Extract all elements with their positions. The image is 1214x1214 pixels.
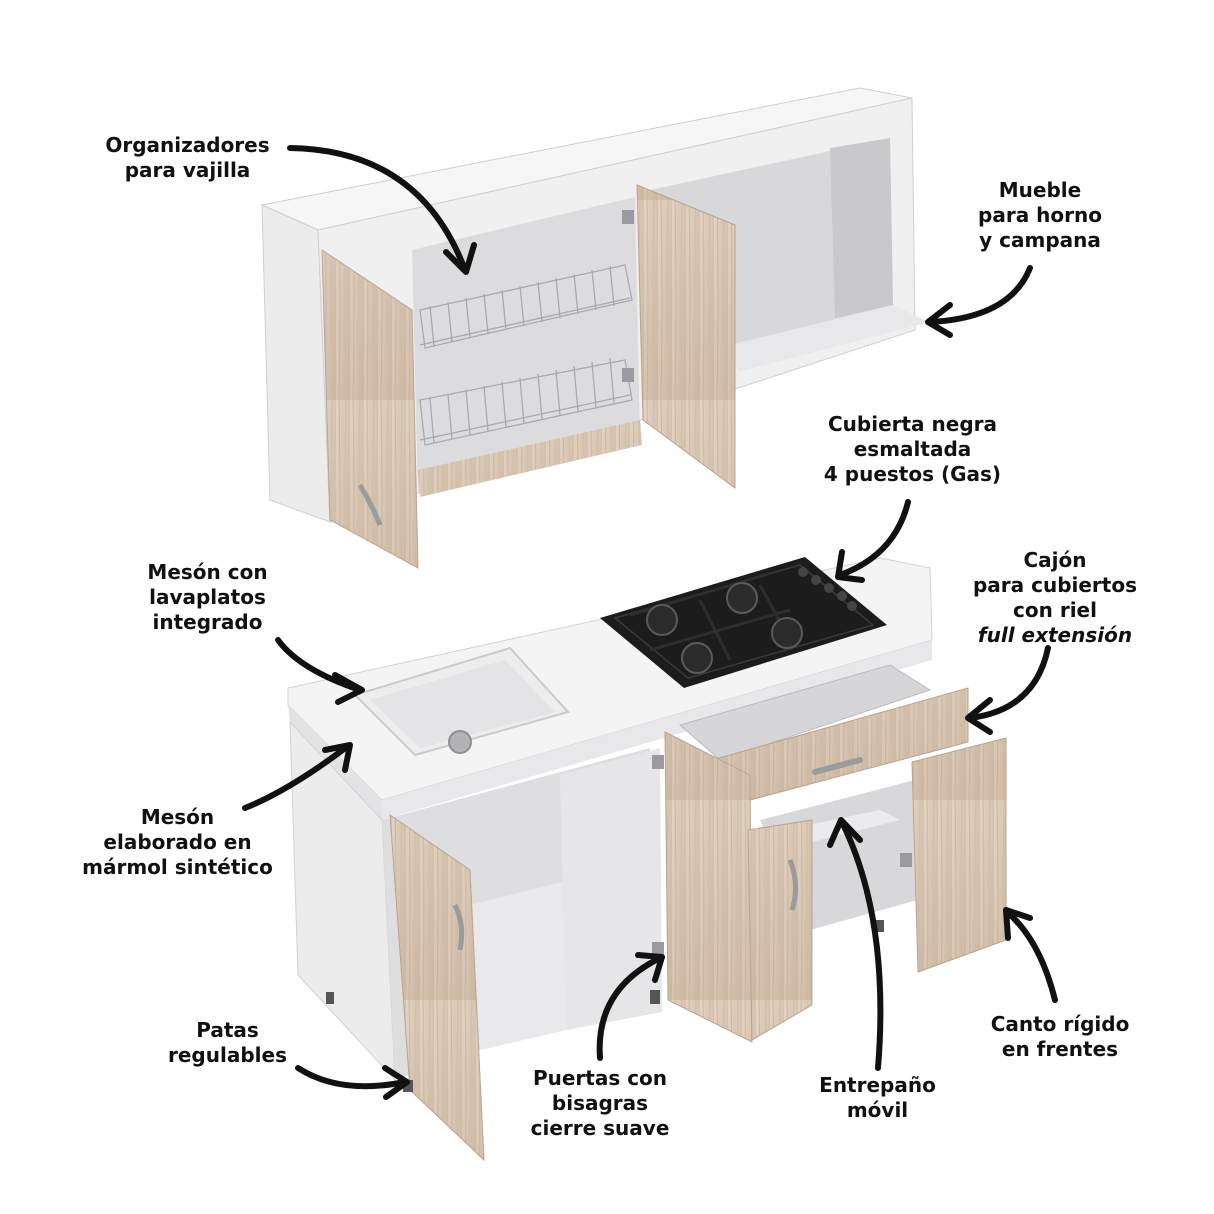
- label-meson-marmol: Mesón elaborado en mármol sintético: [70, 805, 285, 880]
- label-mueble-line1: Mueble: [998, 178, 1082, 202]
- label-mueble: Mueble para horno y campana: [955, 178, 1125, 253]
- label-organizadores: Organizadores para vajilla: [95, 133, 280, 183]
- arrow-entrepano: [827, 817, 884, 1071]
- label-puertas-line2: bisagras: [551, 1091, 649, 1115]
- label-puertas-line3: cierre suave: [530, 1116, 670, 1140]
- label-meson-lavaplatos-line1: Mesón con: [147, 560, 268, 584]
- arrow-meson-lavaplatos: [275, 637, 365, 705]
- label-cubierta-line2: esmaltada: [853, 437, 972, 461]
- arrow-patas: [295, 1065, 410, 1100]
- label-entrepano-line1: Entrepaño: [819, 1073, 936, 1097]
- label-mueble-line3: y campana: [979, 228, 1101, 252]
- label-cajon-italic: full extensión: [977, 623, 1133, 647]
- label-cubierta: Cubierta negra esmaltada 4 puestos (Gas): [810, 412, 1015, 487]
- sink: [353, 646, 570, 757]
- arrow-cajon: [965, 645, 1051, 735]
- cooktop: [600, 557, 887, 688]
- label-canto: Canto rígido en frentes: [975, 1012, 1145, 1062]
- label-meson-marmol-line3: mármol sintético: [82, 855, 273, 879]
- label-cajon-line3: con riel: [1013, 598, 1097, 622]
- arrow-mueble: [925, 265, 1033, 338]
- label-patas: Patas regulables: [155, 1018, 300, 1068]
- label-meson-lavaplatos-line2: lavaplatos: [149, 585, 266, 609]
- dish-rack: [419, 264, 633, 446]
- label-patas-line2: regulables: [168, 1043, 287, 1067]
- label-cubierta-line3: 4 puestos (Gas): [823, 462, 1002, 486]
- label-cajon-line1: Cajón: [1023, 548, 1087, 572]
- label-meson-marmol-line1: Mesón: [140, 805, 215, 829]
- label-cajon: Cajón para cubiertos con riel full exten…: [955, 548, 1155, 648]
- label-patas-line1: Patas: [196, 1018, 259, 1042]
- arrow-organizadores: [287, 145, 477, 275]
- label-organizadores-line1: Organizadores: [105, 133, 270, 157]
- arrow-puertas: [596, 952, 665, 1061]
- label-meson-lavaplatos: Mesón con lavaplatos integrado: [130, 560, 285, 635]
- label-entrepano-line2: móvil: [846, 1098, 909, 1122]
- lower-cabinet: [287, 557, 1007, 1162]
- label-puertas: Puertas con bisagras cierre suave: [515, 1066, 685, 1141]
- upper-cabinet: [260, 87, 930, 569]
- label-mueble-line2: para horno: [978, 203, 1102, 227]
- label-cubierta-line1: Cubierta negra: [827, 412, 997, 436]
- label-canto-line1: Canto rígido: [990, 1012, 1130, 1036]
- label-meson-lavaplatos-line3: integrado: [152, 610, 263, 634]
- arrow-meson-marmol: [242, 742, 353, 811]
- label-cajon-line2: para cubiertos: [972, 573, 1138, 597]
- arrow-cubierta: [835, 499, 911, 583]
- label-cajon-line4: full extensión: [955, 623, 1155, 648]
- label-entrepano: Entrepaño móvil: [800, 1073, 955, 1123]
- label-organizadores-line2: para vajilla: [124, 158, 251, 182]
- label-canto-line2: en frentes: [1001, 1037, 1119, 1061]
- annotation-arrows: [242, 145, 1058, 1100]
- arrow-canto: [1003, 907, 1058, 1003]
- label-puertas-line1: Puertas con: [532, 1066, 668, 1090]
- label-meson-marmol-line2: elaborado en: [103, 830, 252, 854]
